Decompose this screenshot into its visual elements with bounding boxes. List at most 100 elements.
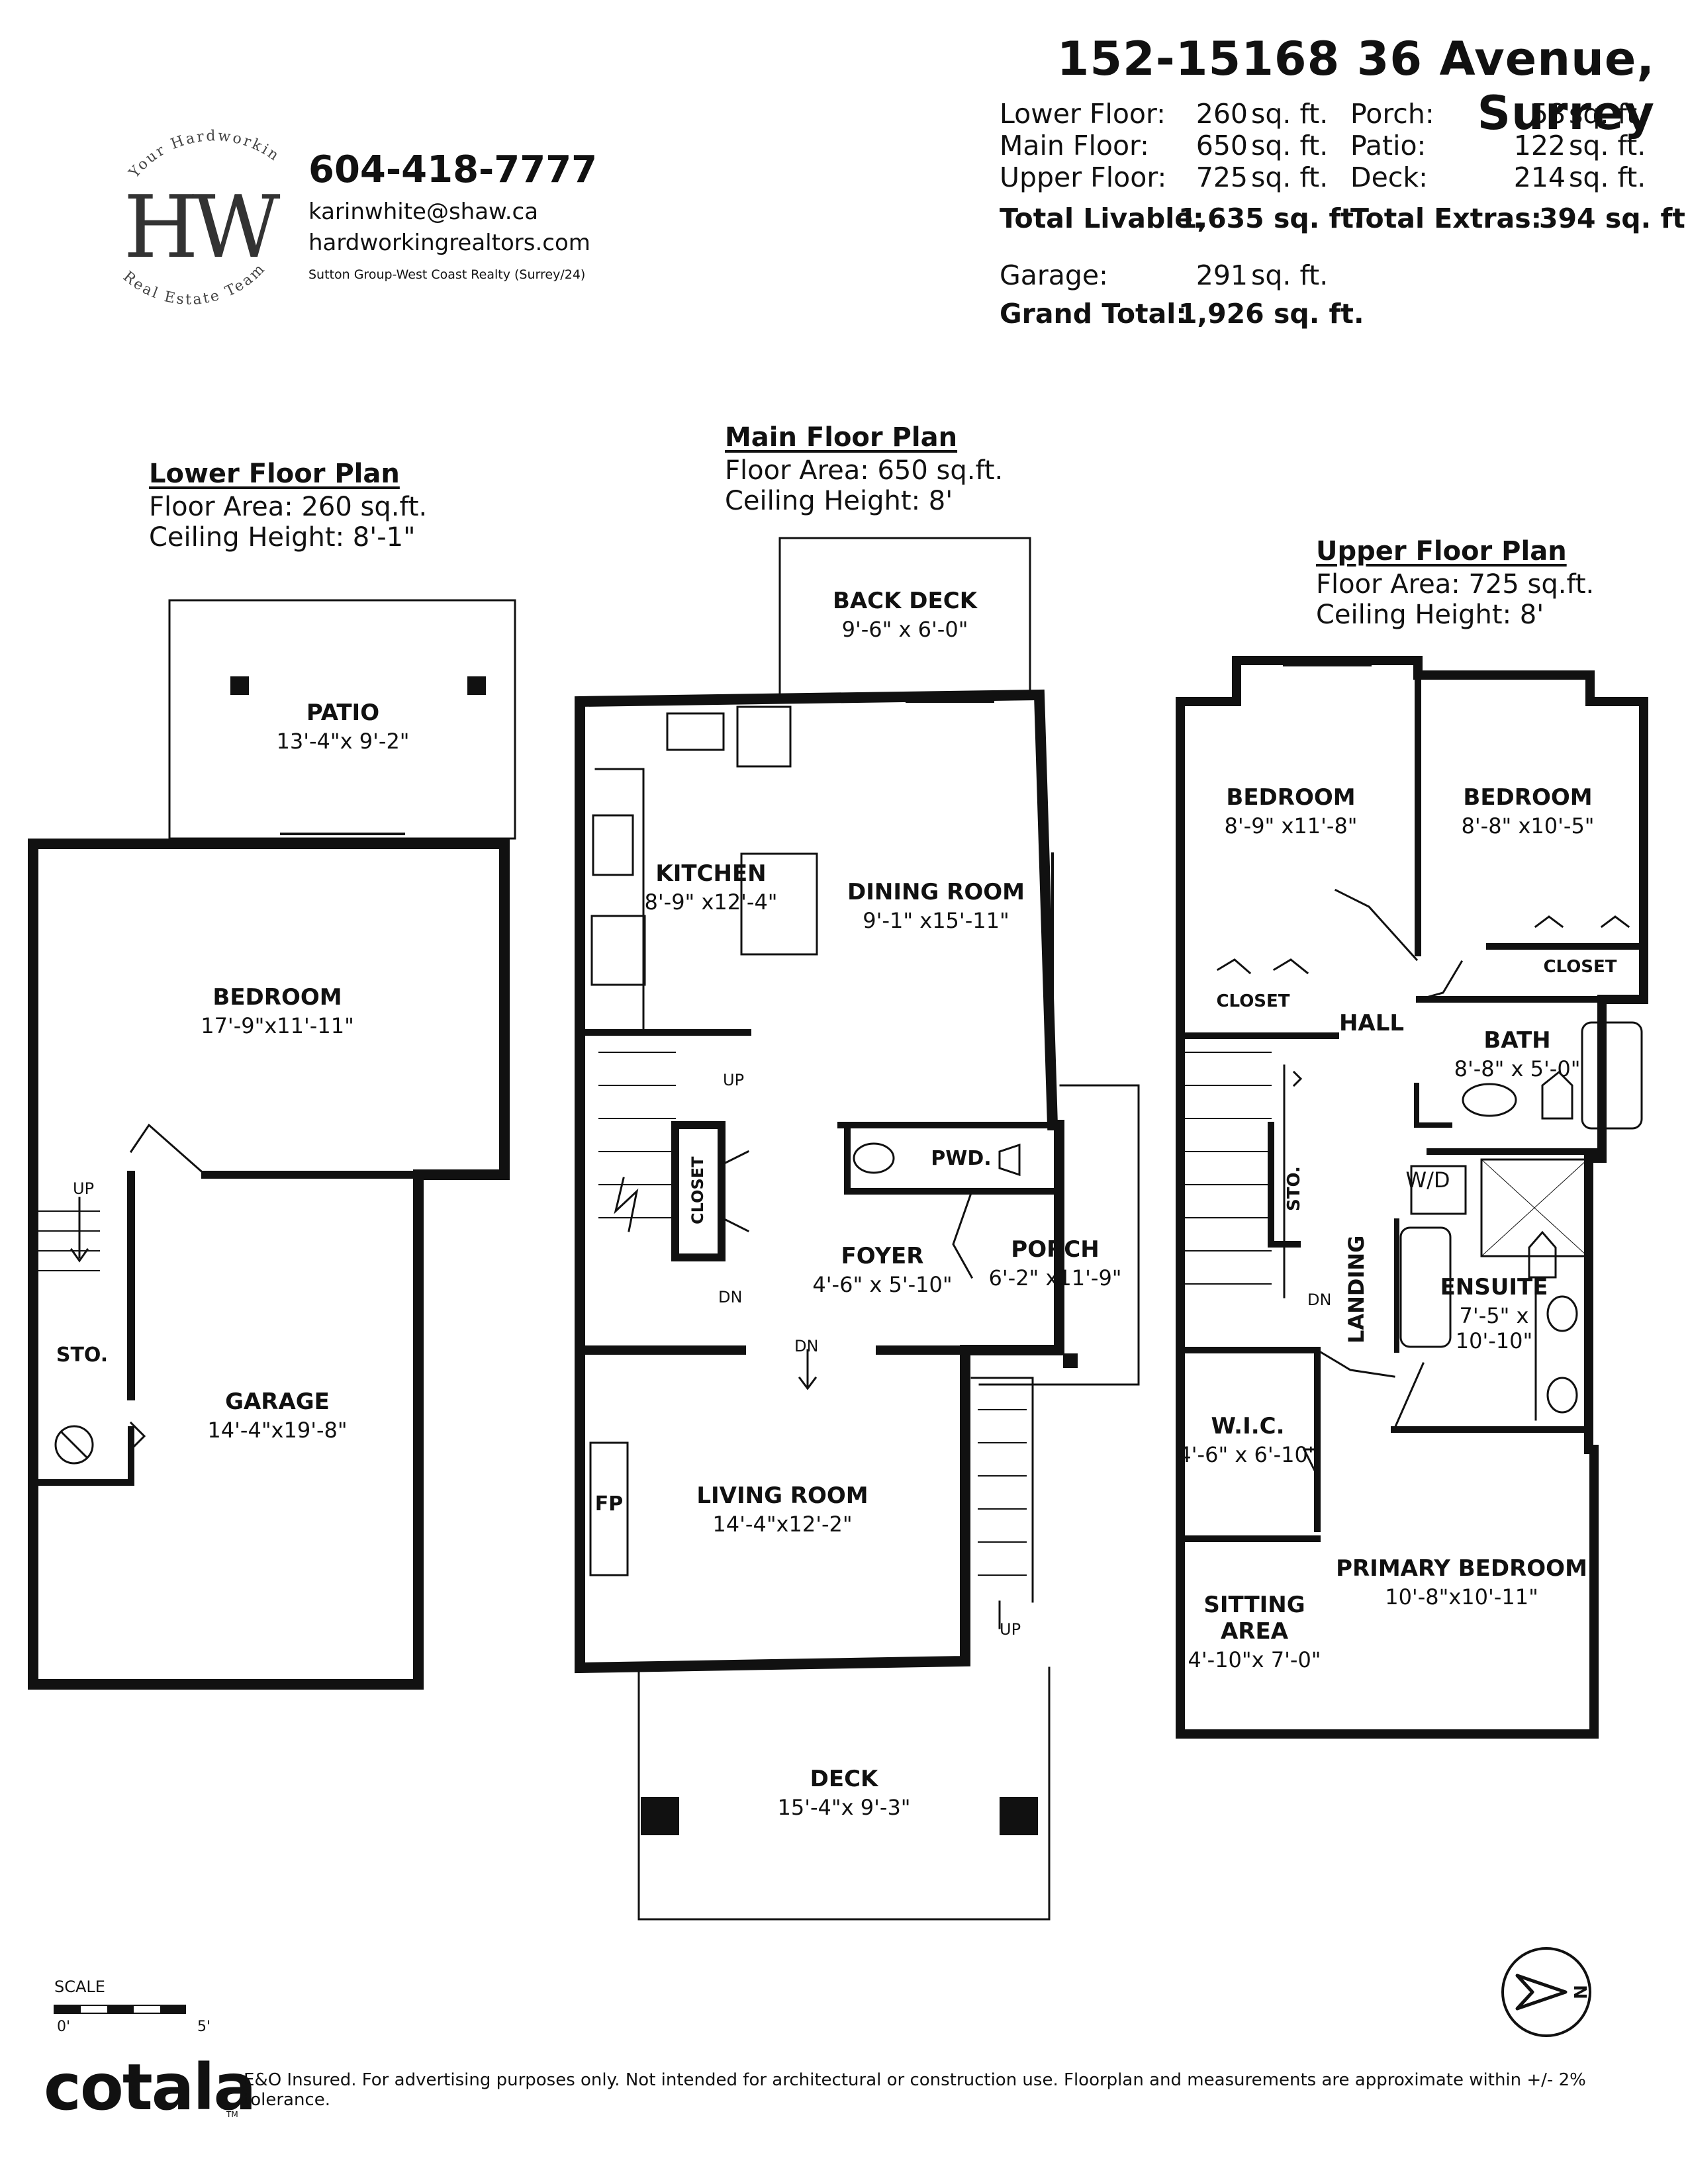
room-name: DECK	[810, 1766, 878, 1792]
bedroom-door-swing	[129, 1123, 207, 1177]
room-name: LANDING	[1344, 1235, 1369, 1343]
pwd-toilet	[998, 1143, 1021, 1177]
shower-cross	[1481, 1159, 1588, 1257]
patio-post-right	[467, 676, 486, 695]
area-value: 214	[1513, 161, 1566, 193]
agent-website: hardworkingrealtors.com	[308, 230, 590, 256]
ensuite-sink-2	[1546, 1377, 1578, 1414]
room-dim: 8'-9" x11'-8"	[1224, 813, 1358, 839]
logo-monogram: HW	[124, 177, 281, 277]
room-name: BACK DECK	[832, 588, 978, 614]
area-value: 122	[1513, 130, 1566, 161]
room-ensuite: ENSUITE 7'-5" x 10'-10"	[1440, 1274, 1548, 1353]
lower-stair-up-label: UP	[73, 1179, 95, 1198]
room-bedroom-3: BEDROOM 8'-8" x10'-5"	[1461, 784, 1594, 839]
bath-sink	[1462, 1083, 1517, 1117]
exterior-stair-rail	[970, 1377, 1034, 1603]
upper-plan-ceiling: Ceiling Height: 8'	[1316, 600, 1544, 630]
room-dim: 9'-1" x15'-11"	[863, 908, 1009, 933]
main-posts	[641, 1353, 1078, 1835]
closet-u1-doors	[1216, 958, 1309, 975]
room-pwd: PWD.	[931, 1147, 991, 1170]
room-deck: DECK 15'-4"x 9'-3"	[777, 1766, 910, 1820]
room-name: PATIO	[306, 700, 380, 726]
area-summary: Lower Floor: 260 sq. ft. Main Floor: 650…	[1000, 98, 1688, 336]
storage-door-swing	[129, 1421, 146, 1451]
exterior-stair-treads	[978, 1409, 1027, 1576]
main-plan-area: Floor Area: 650 sq.ft.	[725, 455, 1004, 486]
room-back-deck: BACK DECK 9'-6" x 6'-0"	[833, 588, 977, 642]
upper-stair-dn-label: DN	[1307, 1291, 1332, 1309]
room-dim: 6'-2" x11'-9"	[988, 1265, 1122, 1291]
area-label: Garage:	[1000, 259, 1108, 291]
room-name: LIVING ROOM	[696, 1482, 868, 1509]
compass-north-label: N	[1571, 1985, 1591, 1999]
area-label: Lower Floor:	[1000, 98, 1166, 130]
lower-plan-area: Floor Area: 260 sq.ft.	[149, 492, 428, 522]
cotala-tm: TM	[226, 2110, 238, 2119]
room-name: BATH	[1483, 1027, 1551, 1054]
main-stair-dn-label: DN	[718, 1288, 743, 1306]
dishwasher	[736, 705, 792, 768]
cotala-logo: cotala	[44, 2050, 256, 2124]
room-dim: 10'-8"x10'-11"	[1385, 1584, 1538, 1610]
area-unit: sq. ft.	[1251, 259, 1329, 291]
room-dim: 15'-4"x 9'-3"	[777, 1795, 911, 1820]
room-wd: W/D	[1405, 1165, 1450, 1193]
wd-wall	[1414, 1083, 1452, 1128]
hall-door-swing-1	[1334, 888, 1419, 962]
room-name: FOYER	[841, 1243, 924, 1269]
room-sitting-area: SITTING AREA 4'-10"x 7'-0"	[1188, 1592, 1321, 1672]
porch-outline	[978, 1084, 1140, 1386]
room-name: W.I.C.	[1211, 1413, 1285, 1439]
area-value: 291	[1196, 259, 1248, 291]
scale-bar-outline	[54, 2005, 186, 2014]
area-label: Upper Floor:	[1000, 161, 1167, 193]
area-value: 650	[1196, 130, 1248, 161]
lower-floor-details	[54, 833, 405, 1682]
compass-arrow	[1515, 1974, 1568, 2011]
room-name: HALL	[1338, 1010, 1405, 1036]
area-label: Deck:	[1350, 161, 1428, 193]
stair-break-line	[614, 1177, 639, 1232]
ensuite-toilet	[1528, 1230, 1557, 1279]
area-value: 725	[1196, 161, 1248, 193]
patio-posts	[230, 676, 486, 695]
porch-post	[1063, 1353, 1078, 1368]
room-bedroom-2: BEDROOM 8'-9" x11'-8"	[1224, 784, 1357, 839]
main-plan-header: Main Floor Plan Floor Area: 650 sq.ft. C…	[725, 422, 1003, 516]
room-name: FP	[594, 1492, 624, 1516]
room-dim: 4'-10"x 7'-0"	[1188, 1647, 1321, 1672]
room-name-2: AREA	[1220, 1618, 1289, 1645]
room-hall: HALL	[1339, 1010, 1404, 1036]
exterior-stair-up-label: UP	[1000, 1620, 1021, 1639]
room-name: BEDROOM	[212, 984, 342, 1011]
water-heater-mark	[60, 1431, 88, 1459]
main-plan-ceiling: Ceiling Height: 8'	[725, 486, 953, 516]
area-unit: sq. ft.	[1569, 98, 1646, 130]
area-label: Main Floor:	[1000, 130, 1150, 161]
lower-exterior-wall	[28, 839, 510, 1690]
logo-arc-top: Your Hardworking	[0, 0, 283, 182]
bath-tub	[1581, 1021, 1643, 1130]
upper-plan-header: Upper Floor Plan Floor Area: 725 sq.ft. …	[1316, 536, 1594, 630]
area-value: 58	[1530, 98, 1566, 130]
room-dim-1: 7'-5" x	[1459, 1303, 1529, 1328]
area-label: Total Extras:	[1350, 203, 1542, 234]
pwd-sink	[853, 1142, 895, 1174]
area-value: 394 sq. ft.	[1539, 203, 1688, 234]
patio-sliding-door	[247, 833, 405, 842]
lower-stair-arrow	[70, 1197, 89, 1263]
room-name: ENSUITE	[1440, 1274, 1548, 1300]
room-dining: DINING ROOM 9'-1" x15'-11"	[847, 879, 1025, 933]
room-dim-2: 10'-10"	[1455, 1328, 1533, 1353]
room-dim: 13'-4"x 9'-2"	[276, 729, 410, 754]
room-dim: 4'-6" x 5'-10"	[812, 1272, 953, 1297]
storage-wall-2	[30, 1426, 134, 1486]
room-kitchen: KITCHEN 8'-9" x12'-4"	[644, 860, 777, 915]
room-name: DINING ROOM	[847, 879, 1025, 905]
water-heater	[54, 1425, 94, 1465]
room-dim: 17'-9"x11'-11"	[201, 1013, 354, 1038]
stove	[592, 814, 634, 876]
deck-post-right	[1000, 1797, 1038, 1835]
